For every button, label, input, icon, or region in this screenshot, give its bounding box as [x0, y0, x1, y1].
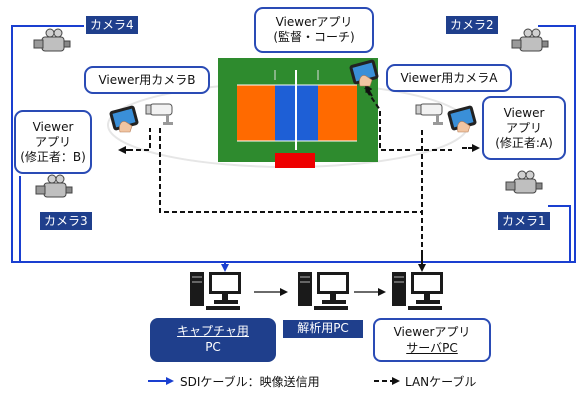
right-viewer-app-label: Viewer アプリ (修正者:A): [482, 96, 566, 160]
left-app-line2: アプリ: [34, 134, 71, 149]
legend-sdi-label: SDIケーブル：映像送信用: [180, 375, 320, 389]
analysis-pc-icon: [298, 272, 349, 310]
video-camera-icon-3: [35, 174, 73, 198]
right-app-line2: アプリ: [505, 120, 542, 135]
video-camera-icon-2: [511, 28, 549, 52]
left-viewer-app-label: Viewer アプリ (修正者：B): [14, 110, 92, 174]
camera-1-label: カメラ1: [498, 212, 550, 230]
coach-app-line2: (監督・コーチ): [273, 30, 355, 44]
left-app-line1: Viewer: [32, 119, 74, 134]
sdi-cables: [11, 25, 576, 272]
camera-3-label: カメラ3: [40, 212, 92, 230]
server-pc-line1: Viewerアプリ: [393, 325, 471, 339]
right-app-line3: (修正者:A): [495, 135, 553, 150]
server-pc-line2: サーバPC: [406, 341, 458, 355]
camera-4-label: カメラ4: [86, 16, 138, 34]
server-pc-label: Viewerアプリ サーバPC: [373, 318, 491, 362]
left-app-line3: (修正者：B): [20, 149, 86, 164]
tablet-icon-right: [446, 104, 478, 133]
capture-pc-line2: PC: [205, 340, 221, 354]
capture-pc-label: キャプチャ用 PC: [150, 318, 276, 362]
camera-2-label: カメラ2: [446, 16, 498, 34]
video-camera-icon-4: [33, 28, 71, 52]
lan-arrow-coach-app: [364, 84, 373, 97]
coach-viewer-app-label: Viewerアプリ (監督・コーチ): [254, 7, 374, 53]
tablet-icon-left: [108, 104, 140, 133]
security-camera-icon-b: [145, 103, 174, 126]
viewer-camera-b-label: Viewer用カメラB: [84, 66, 210, 94]
capture-pc-icon: [190, 272, 241, 310]
analysis-pc-label: 解析用PC: [283, 320, 363, 338]
viewer-camera-b-text: Viewer用カメラB: [98, 72, 196, 87]
video-camera-icon-1: [505, 170, 543, 194]
coach-app-line1: Viewerアプリ: [275, 15, 353, 29]
volleyball-court: [218, 58, 378, 168]
capture-pc-line1: キャプチャ用: [177, 324, 249, 338]
viewer-camera-a-text: Viewer用カメラA: [400, 70, 498, 85]
right-app-line1: Viewer: [503, 105, 545, 120]
lan-cables: [120, 87, 476, 270]
team-bench: [275, 153, 315, 168]
server-pc-icon: [392, 272, 443, 310]
security-camera-icon-a: [415, 103, 444, 126]
viewer-camera-a-label: Viewer用カメラA: [386, 64, 512, 92]
legend-lan-label: LANケーブル: [405, 375, 477, 389]
